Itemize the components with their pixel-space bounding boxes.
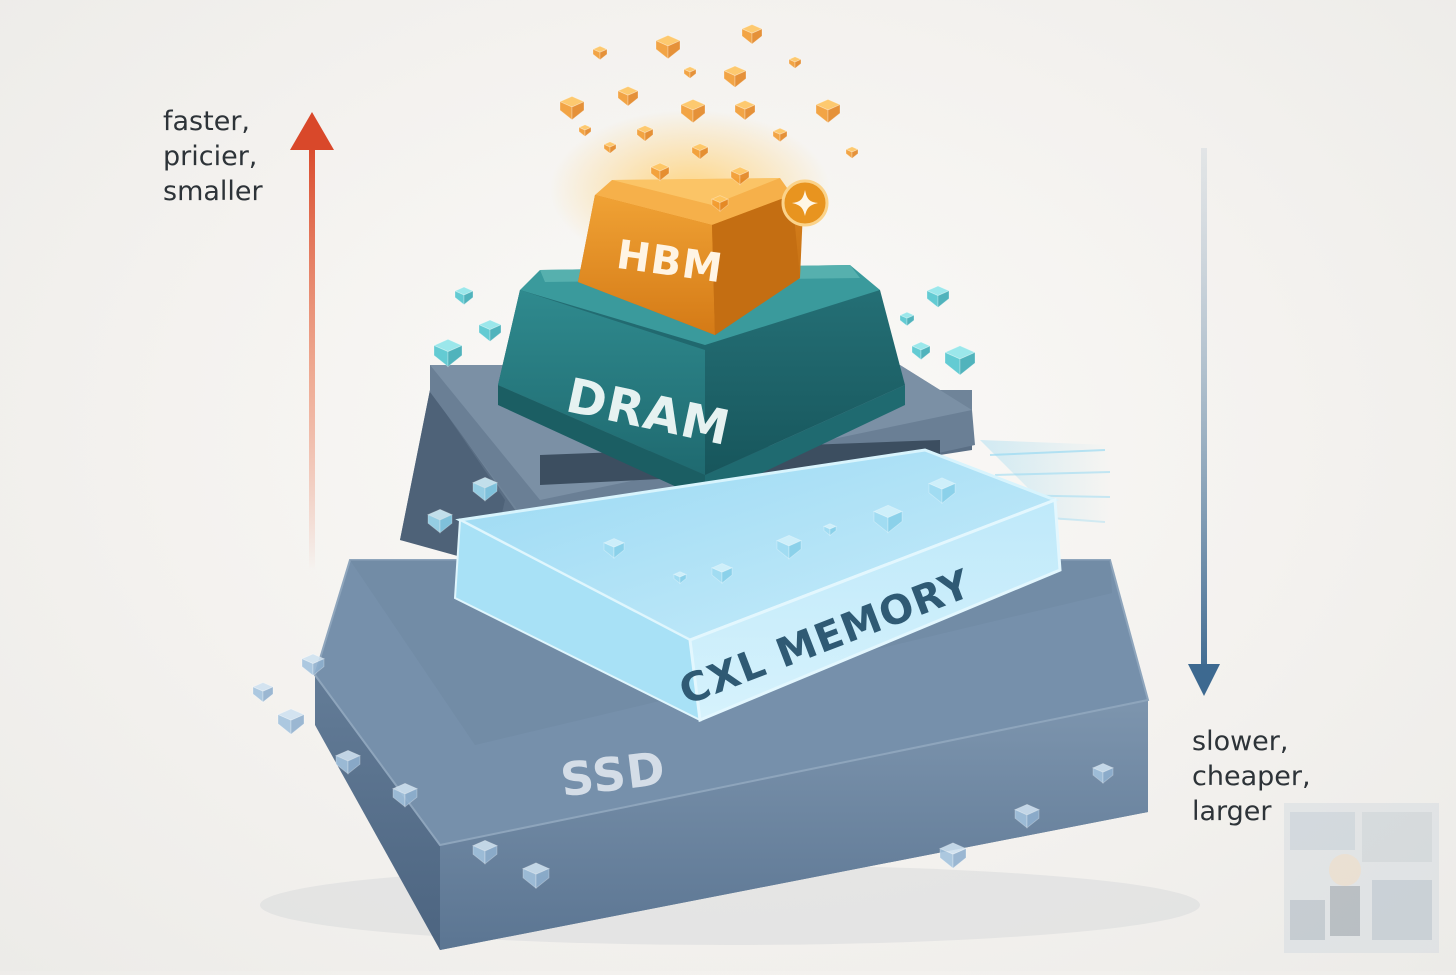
cube-orange xyxy=(772,127,788,143)
up-arrow xyxy=(290,112,334,570)
cube-teal xyxy=(944,345,976,376)
sparkle-badge xyxy=(781,179,829,227)
cube-orange xyxy=(788,56,802,70)
cube-orange xyxy=(730,166,750,186)
legend-top-label: faster, pricier, smaller xyxy=(163,104,263,209)
cube-blue xyxy=(252,682,274,703)
cube-cyan xyxy=(673,571,687,585)
legend-bottom-line: slower, xyxy=(1192,726,1289,757)
cube-blue xyxy=(1092,763,1114,784)
cube-teal xyxy=(899,311,915,327)
cube-blue xyxy=(277,708,305,736)
cube-cyan xyxy=(427,508,453,534)
cube-teal xyxy=(926,285,950,309)
cube-blue xyxy=(301,653,325,677)
cube-orange xyxy=(617,86,639,107)
cube-orange xyxy=(734,100,756,121)
cube-blue xyxy=(392,782,418,808)
cube-orange xyxy=(741,24,763,45)
cube-orange xyxy=(815,98,841,124)
legend-bottom-line: larger xyxy=(1192,796,1272,827)
cube-orange xyxy=(603,141,617,155)
down-arrow xyxy=(1188,148,1220,696)
cube-orange xyxy=(691,143,709,161)
cube-cyan xyxy=(711,563,733,584)
legend-bottom-label: slower, cheaper, larger xyxy=(1192,724,1311,829)
cube-cyan xyxy=(603,538,625,559)
cube-cyan xyxy=(873,504,903,534)
cube-orange xyxy=(711,195,729,213)
cube-teal xyxy=(454,286,474,306)
cube-blue xyxy=(1014,803,1040,829)
cube-orange xyxy=(683,66,697,80)
cube-blue xyxy=(472,839,498,865)
cube-teal xyxy=(433,338,463,368)
cube-blue xyxy=(939,842,967,870)
floating-cubes xyxy=(252,24,1114,890)
cube-cyan xyxy=(776,534,802,560)
cube-orange xyxy=(723,65,747,89)
cube-cyan xyxy=(823,523,837,537)
cube-orange xyxy=(655,34,681,60)
cube-teal xyxy=(478,319,502,343)
legend-top-line: smaller xyxy=(163,176,263,207)
cube-blue xyxy=(522,862,550,890)
legend-bottom-line: cheaper, xyxy=(1192,761,1311,792)
speed-streaks xyxy=(980,440,1110,520)
cube-orange xyxy=(578,124,592,138)
cube-blue xyxy=(335,749,361,775)
cube-orange xyxy=(559,95,585,121)
cube-orange xyxy=(636,125,654,143)
cube-orange xyxy=(650,162,670,182)
legend-top-line: faster, xyxy=(163,106,250,137)
cube-teal xyxy=(911,341,931,361)
sparkle-icon xyxy=(792,190,818,216)
watermark-thumbnail xyxy=(1284,803,1439,953)
tier-label-ssd: SSD xyxy=(557,741,668,807)
cube-cyan xyxy=(928,477,956,505)
cube-orange xyxy=(592,45,608,61)
cxl-tier: CXL MEMORY xyxy=(453,440,1111,723)
cube-cyan xyxy=(472,476,498,502)
hbm-tier: HBM xyxy=(550,110,830,335)
cube-orange xyxy=(680,98,706,124)
legend-top-line: pricier, xyxy=(163,141,258,172)
cube-orange xyxy=(845,146,859,160)
